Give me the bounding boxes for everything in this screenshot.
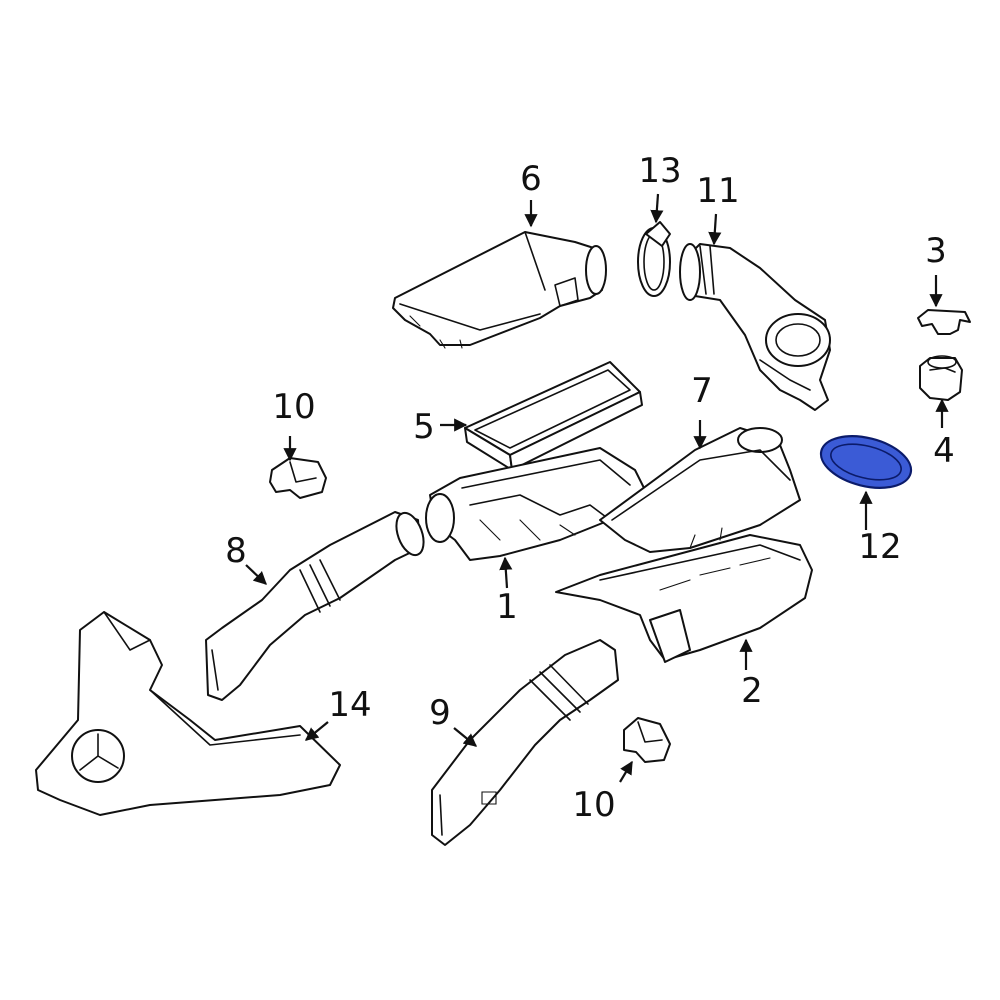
callout-labels: 6 13 11 3 4 12 5 7 10 8 1 2 9 10 14: [225, 151, 955, 825]
arrow-8: [245, 564, 267, 585]
arrow-9: [453, 727, 478, 747]
arrow-14: [304, 721, 329, 741]
label-5: 5: [413, 407, 435, 447]
arrow-1: [499, 556, 513, 589]
part-2-tray[interactable]: [555, 534, 813, 663]
part-12-seal[interactable]: [816, 428, 917, 497]
label-12: 12: [858, 527, 901, 567]
label-9: 9: [429, 693, 451, 733]
label-13: 13: [638, 151, 681, 191]
label-11: 11: [696, 171, 739, 211]
label-4: 4: [933, 431, 955, 471]
part-9-tube[interactable]: [431, 639, 619, 846]
part-13-clamp[interactable]: [637, 221, 671, 297]
part-11-hose[interactable]: [679, 243, 831, 411]
arrow-13: [650, 193, 664, 224]
part-6-upper-duct[interactable]: [392, 231, 607, 349]
part-1-lower-box[interactable]: [425, 447, 646, 561]
part-8-tube[interactable]: [205, 509, 429, 701]
label-6: 6: [520, 159, 542, 199]
label-1: 1: [496, 587, 518, 627]
label-10-lower: 10: [572, 785, 615, 825]
label-2: 2: [741, 671, 763, 711]
part-10-clip-upper[interactable]: [269, 457, 327, 499]
arrow-10-lower: [619, 760, 633, 783]
label-8: 8: [225, 531, 247, 571]
part-5-filter[interactable]: [464, 361, 643, 471]
label-10-upper: 10: [272, 387, 315, 427]
part-4-mount[interactable]: [919, 355, 963, 401]
part-7-upper-box[interactable]: [599, 427, 801, 553]
part-3-clip[interactable]: [917, 309, 971, 335]
label-7: 7: [691, 371, 713, 411]
label-3: 3: [925, 231, 947, 271]
arrow-11: [708, 213, 722, 246]
part-10-clip-lower[interactable]: [623, 717, 671, 763]
part-14-engine-cover[interactable]: [35, 611, 341, 816]
leader-arrows: [245, 193, 949, 783]
label-14: 14: [328, 685, 371, 725]
